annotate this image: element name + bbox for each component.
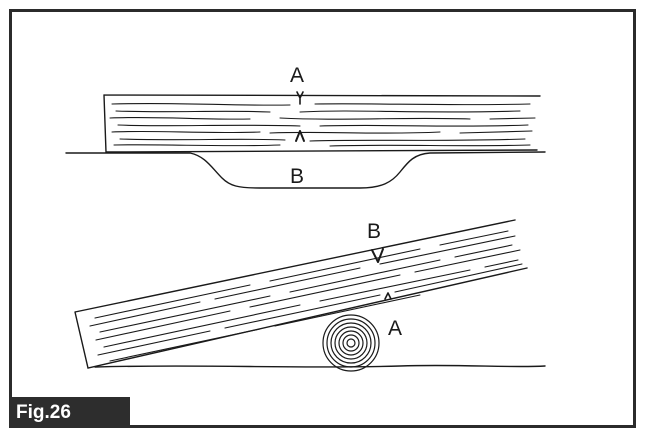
bottom-plank-grain [89, 230, 523, 362]
ground-line [94, 364, 546, 368]
ground-with-ditch [65, 151, 546, 189]
bottom-plank-diagram [74, 219, 546, 372]
bottom-arrow-down [371, 248, 384, 263]
figure-frame [9, 9, 636, 428]
top-plank-grain [109, 102, 536, 147]
top-plank-diagram [65, 91, 546, 189]
bottom-arrow-up [384, 292, 392, 300]
figure-caption: Fig.26 [9, 397, 130, 428]
top-label-b: B [290, 165, 304, 188]
log-rings [322, 314, 380, 372]
top-plank-outline [103, 94, 541, 153]
bottom-plank-outline [74, 219, 528, 369]
bottom-label-a: A [388, 317, 402, 340]
top-label-a: A [290, 64, 304, 87]
top-arrow-down [296, 91, 304, 105]
top-arrow-up [295, 130, 305, 142]
bottom-label-b: B [367, 220, 381, 243]
